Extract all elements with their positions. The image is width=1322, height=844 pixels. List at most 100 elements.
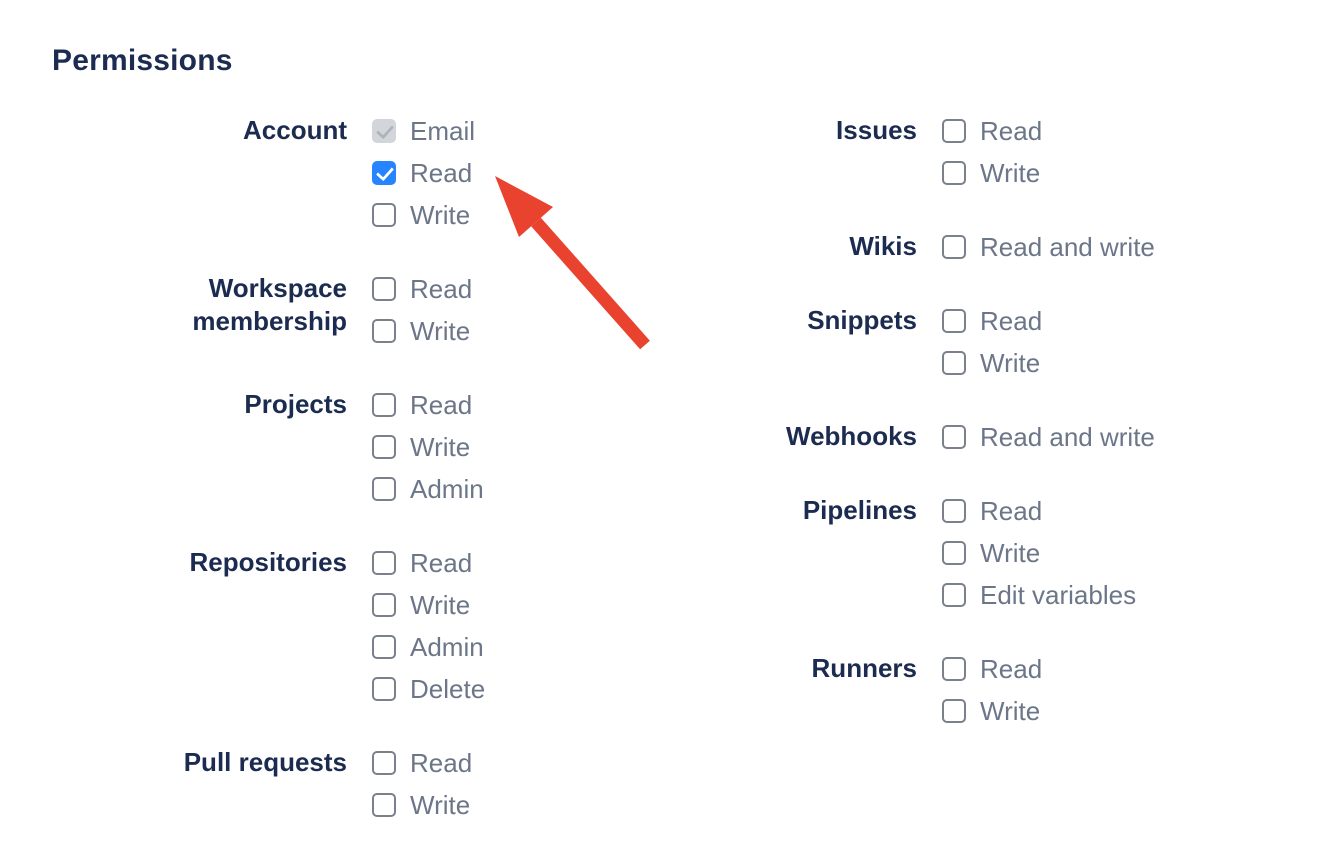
checkbox-pull-requests-read[interactable]	[372, 751, 396, 775]
perm-group-label-pipelines: Pipelines	[802, 495, 917, 525]
perm-option-label: Write	[410, 431, 471, 462]
perm-group-label-workspace-membership: Workspace membership	[192, 273, 347, 336]
checkbox-account-read[interactable]	[372, 161, 396, 185]
checkbox-projects-write[interactable]	[372, 435, 396, 459]
perm-option-pull-requests-write[interactable]: Write	[372, 784, 472, 826]
perm-group-label-account: Account	[243, 115, 347, 145]
checkbox-issues-read[interactable]	[942, 119, 966, 143]
perm-option-label: Write	[980, 695, 1041, 726]
perm-option-label: Write	[410, 589, 471, 620]
checkbox-account-write[interactable]	[372, 203, 396, 227]
perm-option-label: Read and write	[980, 231, 1155, 262]
perm-option-snippets-write[interactable]: Write	[942, 342, 1042, 384]
perm-group-label-runners: Runners	[811, 653, 917, 683]
perm-option-pipelines-write[interactable]: Write	[942, 532, 1136, 574]
checkbox-snippets-read[interactable]	[942, 309, 966, 333]
checkbox-repositories-admin[interactable]	[372, 635, 396, 659]
checkbox-runners-write[interactable]	[942, 699, 966, 723]
checkbox-pipelines-write[interactable]	[942, 541, 966, 565]
perm-option-label: Write	[410, 315, 471, 346]
perm-option-projects-read[interactable]: Read	[372, 384, 484, 426]
checkbox-workspace-membership-read[interactable]	[372, 277, 396, 301]
perm-group-label-projects: Projects	[244, 389, 347, 419]
checkbox-repositories-delete[interactable]	[372, 677, 396, 701]
perm-group-label-issues: Issues	[836, 115, 917, 145]
perm-option-webhooks-read-and-write[interactable]: Read and write	[942, 416, 1155, 458]
perm-option-label: Write	[980, 157, 1041, 188]
checkbox-wikis-read-and-write[interactable]	[942, 235, 966, 259]
perm-option-list: Read and write	[942, 226, 1155, 268]
checkbox-snippets-write[interactable]	[942, 351, 966, 375]
checkbox-account-email	[372, 119, 396, 143]
perm-option-runners-write[interactable]: Write	[942, 690, 1042, 732]
red-arrow-shaft	[531, 217, 650, 350]
perm-option-repositories-admin[interactable]: Admin	[372, 626, 485, 668]
perm-option-projects-write[interactable]: Write	[372, 426, 484, 468]
checkbox-runners-read[interactable]	[942, 657, 966, 681]
perm-option-wikis-read-and-write[interactable]: Read and write	[942, 226, 1155, 268]
checkbox-pipelines-read[interactable]	[942, 499, 966, 523]
checkbox-issues-write[interactable]	[942, 161, 966, 185]
perm-option-label: Read	[410, 273, 473, 304]
perm-option-label: Read	[980, 115, 1043, 146]
perm-option-pull-requests-read[interactable]: Read	[372, 742, 472, 784]
perm-group-label-pull-requests: Pull requests	[183, 747, 347, 777]
perm-option-account-email: Email	[372, 110, 475, 152]
checkbox-pipelines-edit-variables[interactable]	[942, 583, 966, 607]
perm-option-snippets-read[interactable]: Read	[942, 300, 1042, 342]
perm-option-label: Read	[980, 305, 1043, 336]
perm-option-list: Read and write	[942, 416, 1155, 458]
perm-option-account-write[interactable]: Write	[372, 194, 475, 236]
perm-option-issues-read[interactable]: Read	[942, 110, 1042, 152]
checkbox-repositories-read[interactable]	[372, 551, 396, 575]
perm-option-repositories-read[interactable]: Read	[372, 542, 485, 584]
checkbox-webhooks-read-and-write[interactable]	[942, 425, 966, 449]
perm-group-label-repositories: Repositories	[189, 547, 348, 577]
perm-option-label: Write	[980, 347, 1041, 378]
page-title: Permissions	[52, 44, 233, 77]
perm-option-repositories-write[interactable]: Write	[372, 584, 485, 626]
checkbox-workspace-membership-write[interactable]	[372, 319, 396, 343]
perm-option-workspace-membership-write[interactable]: Write	[372, 310, 472, 352]
perm-option-label: Email	[410, 115, 476, 146]
checkbox-projects-read[interactable]	[372, 393, 396, 417]
perm-option-account-read[interactable]: Read	[372, 152, 475, 194]
perm-option-projects-admin[interactable]: Admin	[372, 468, 484, 510]
perm-option-label: Read	[980, 653, 1043, 684]
perm-option-pipelines-read[interactable]: Read	[942, 490, 1136, 532]
checkbox-pull-requests-write[interactable]	[372, 793, 396, 817]
perm-option-runners-read[interactable]: Read	[942, 648, 1042, 690]
perm-option-label: Read	[410, 547, 473, 578]
perm-group-label-webhooks: Webhooks	[786, 421, 917, 451]
perm-option-label: Write	[980, 537, 1041, 568]
perm-option-workspace-membership-read[interactable]: Read	[372, 268, 472, 310]
perm-option-issues-write[interactable]: Write	[942, 152, 1042, 194]
perm-option-label: Read	[410, 157, 473, 188]
perm-option-label: Read	[410, 747, 473, 778]
perm-option-label: Read and write	[980, 421, 1155, 452]
perm-option-label: Admin	[410, 631, 484, 662]
checkbox-repositories-write[interactable]	[372, 593, 396, 617]
perm-option-label: Admin	[410, 473, 484, 504]
perm-group-label-snippets: Snippets	[807, 305, 917, 335]
perm-option-repositories-delete[interactable]: Delete	[372, 668, 485, 710]
perm-group-webhooks: Webhooks Read and write	[740, 416, 1155, 458]
perm-option-label: Delete	[410, 673, 486, 704]
perm-option-pipelines-edit-variables[interactable]: Edit variables	[942, 574, 1136, 616]
checkbox-projects-admin[interactable]	[372, 477, 396, 501]
